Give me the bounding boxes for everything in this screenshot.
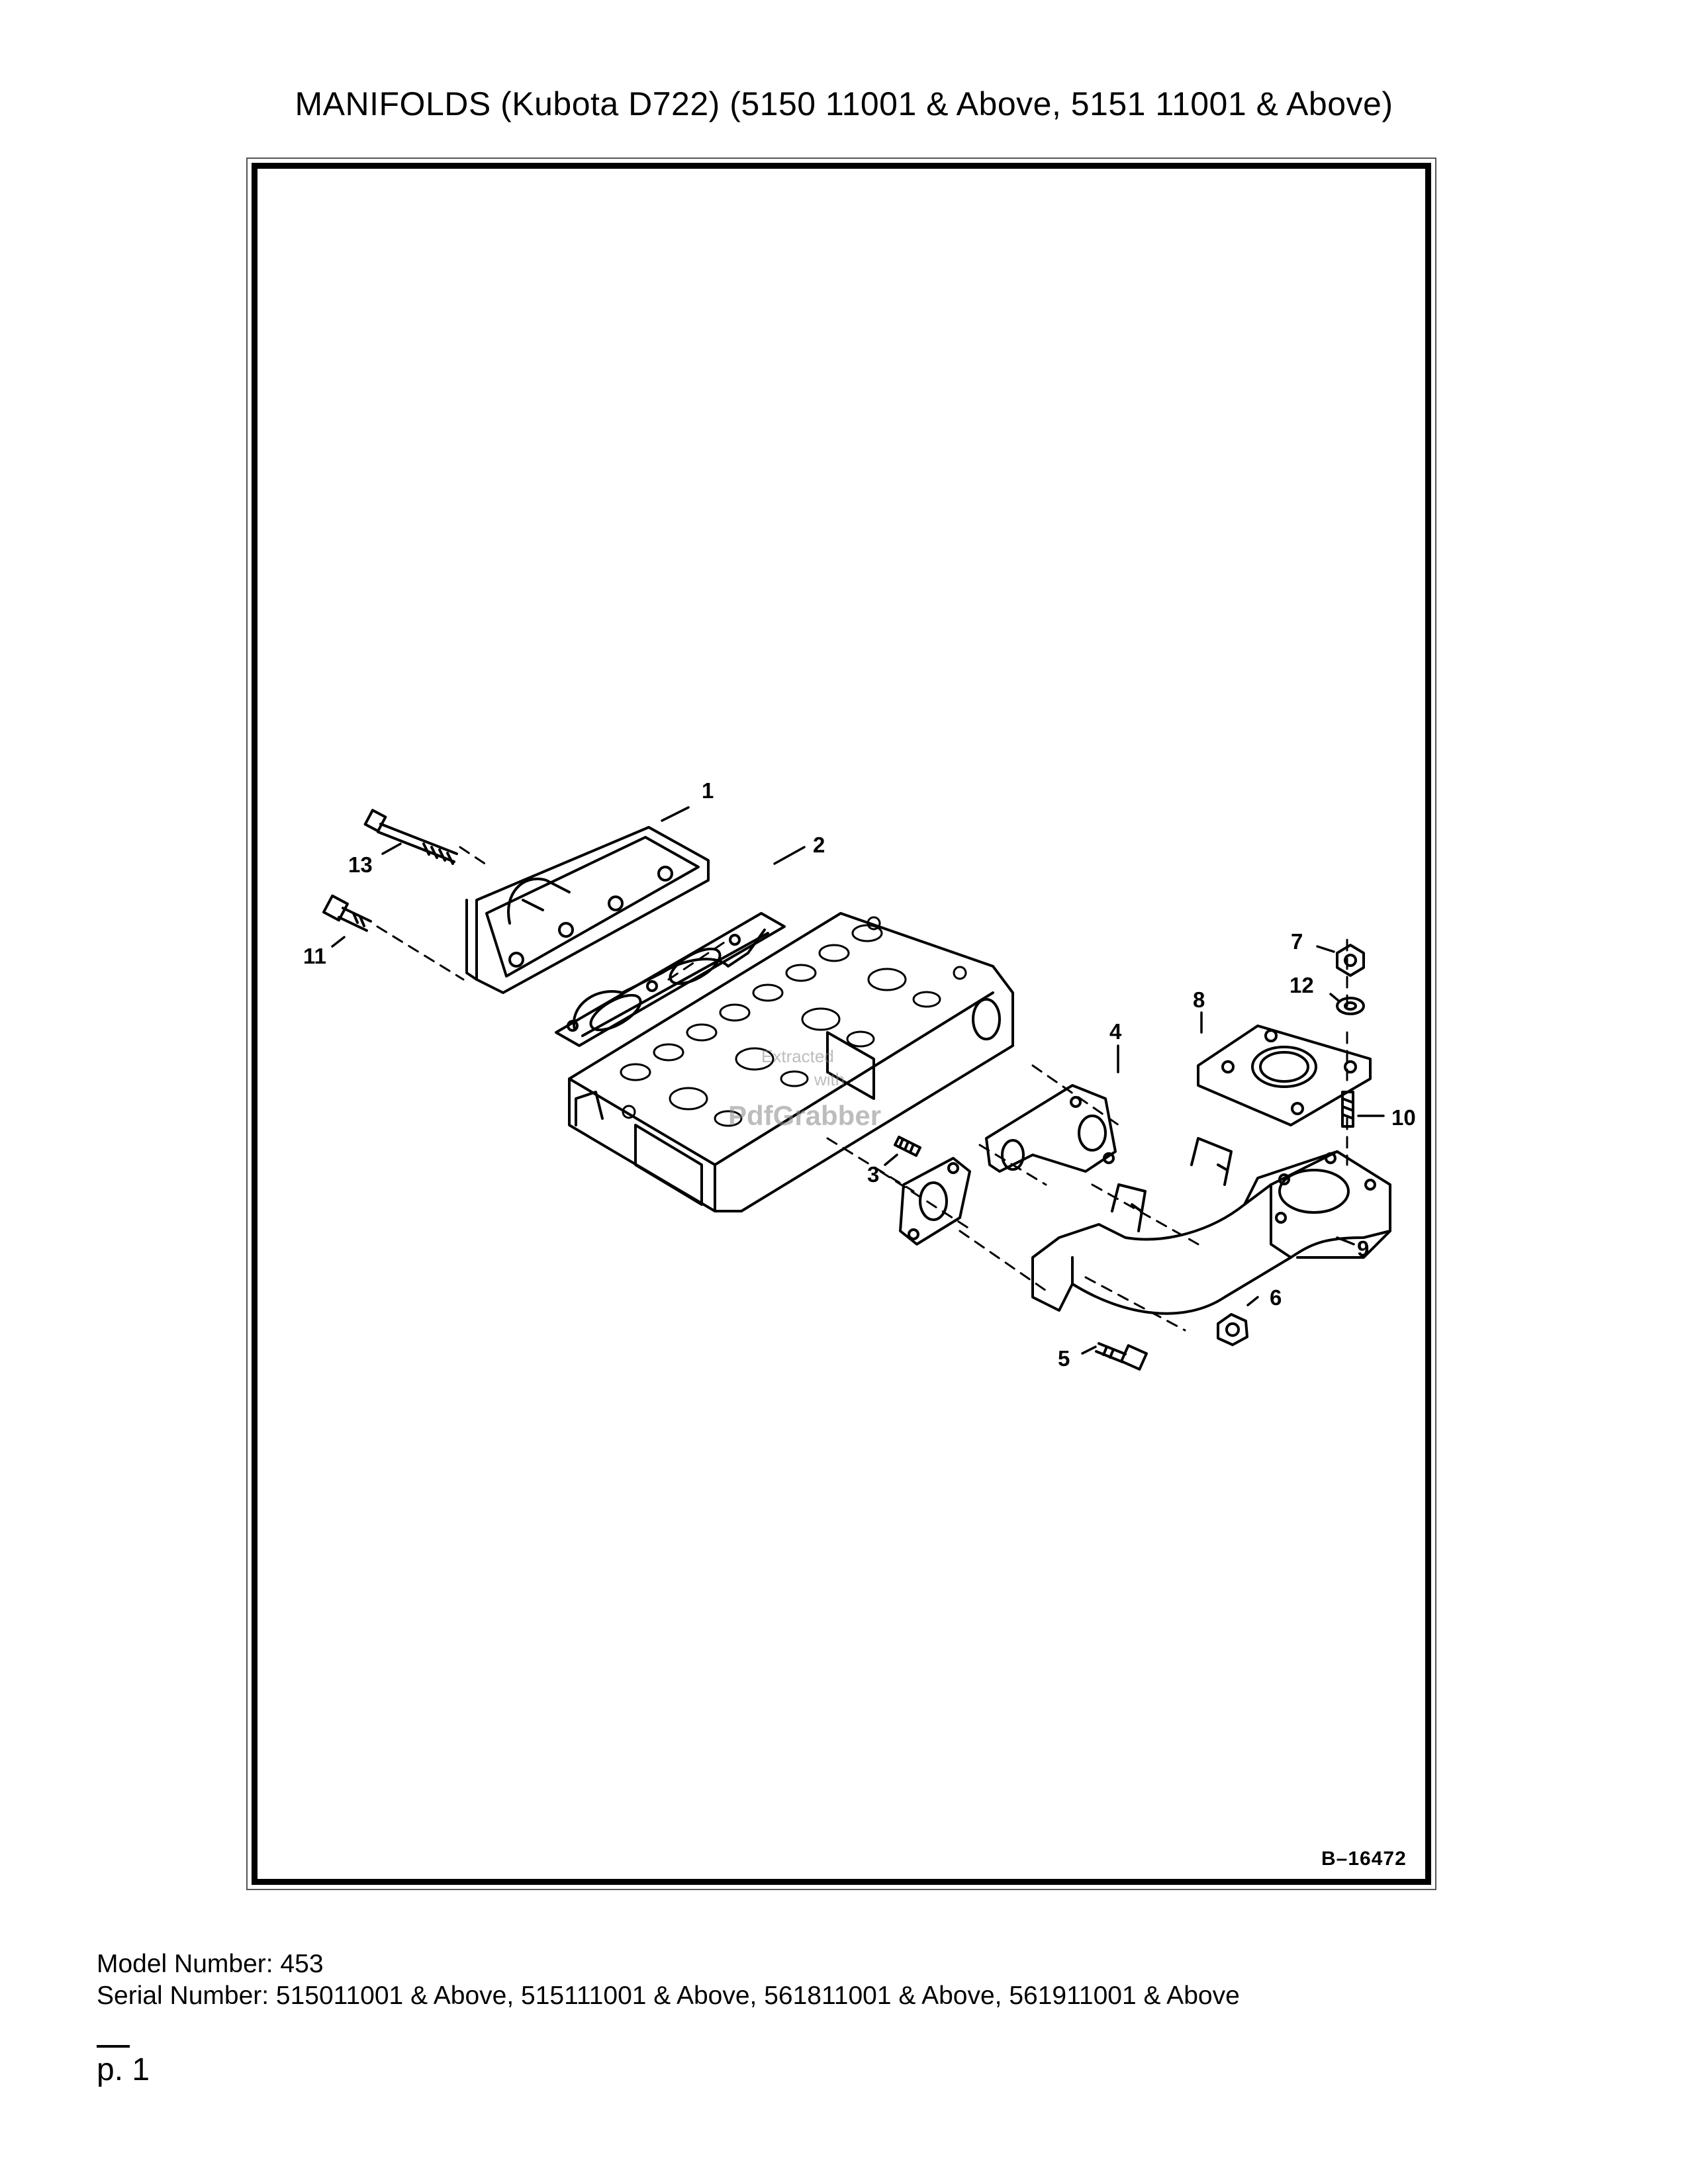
watermark-line-2: with [814,1069,845,1089]
callout-9: 9 [1357,1236,1369,1261]
serial-number: Serial Number: 515011001 & Above, 515111… [97,1981,1240,2010]
callout-3: 3 [867,1162,879,1187]
part-13-bolt [363,809,458,865]
part-1-intake-manifold [465,826,710,994]
part-6-nut [1217,1313,1248,1346]
leader-lines [331,806,1385,1355]
callout-13: 13 [348,852,373,877]
model-number: Model Number: 453 [97,1950,324,1978]
part-4-exhaust-gasket [985,1084,1117,1173]
part-5-bolt [1095,1342,1148,1371]
part-3-stud [894,1136,921,1157]
page-title: MANIFOLDS (Kubota D722) (5150 11001 & Ab… [295,85,1393,122]
callout-7: 7 [1291,929,1303,954]
part-12-washer [1336,997,1365,1015]
callout-12: 12 [1289,973,1314,997]
part-8-flange-gasket [1197,1024,1372,1126]
page-number-rule [97,2045,130,2048]
callout-5: 5 [1058,1346,1070,1371]
part-9-exhaust-manifold [1031,1137,1391,1315]
callout-2: 2 [813,833,825,857]
figure-frame-outer [246,158,1436,1890]
figure-frame [252,163,1431,1885]
figure-code: B–16472 [1321,1848,1407,1870]
part-10-stud [1341,1091,1354,1128]
callout-6: 6 [1270,1285,1282,1310]
part-3-exhaust-gasket [899,1157,971,1246]
callout-4: 4 [1109,1019,1122,1044]
cylinder-head [568,912,1014,1212]
watermark-line-3: PdfGrabber [728,1100,881,1131]
page-number: p. 1 [97,2052,150,2087]
callout-11: 11 [303,944,326,968]
callout-1: 1 [702,778,714,803]
part-7-nut [1336,944,1365,977]
pdfgrabber-watermark: Extracted with PdfGrabber [728,1046,881,1131]
callout-10: 10 [1391,1105,1416,1130]
callout-labels: 1 2 3 4 5 6 7 8 9 10 11 12 13 [303,778,1416,1371]
part-2-intake-gasket [555,912,786,1047]
watermark-line-1: Extracted [761,1046,834,1066]
part-11-bolt [322,894,372,932]
callout-8: 8 [1193,987,1205,1012]
